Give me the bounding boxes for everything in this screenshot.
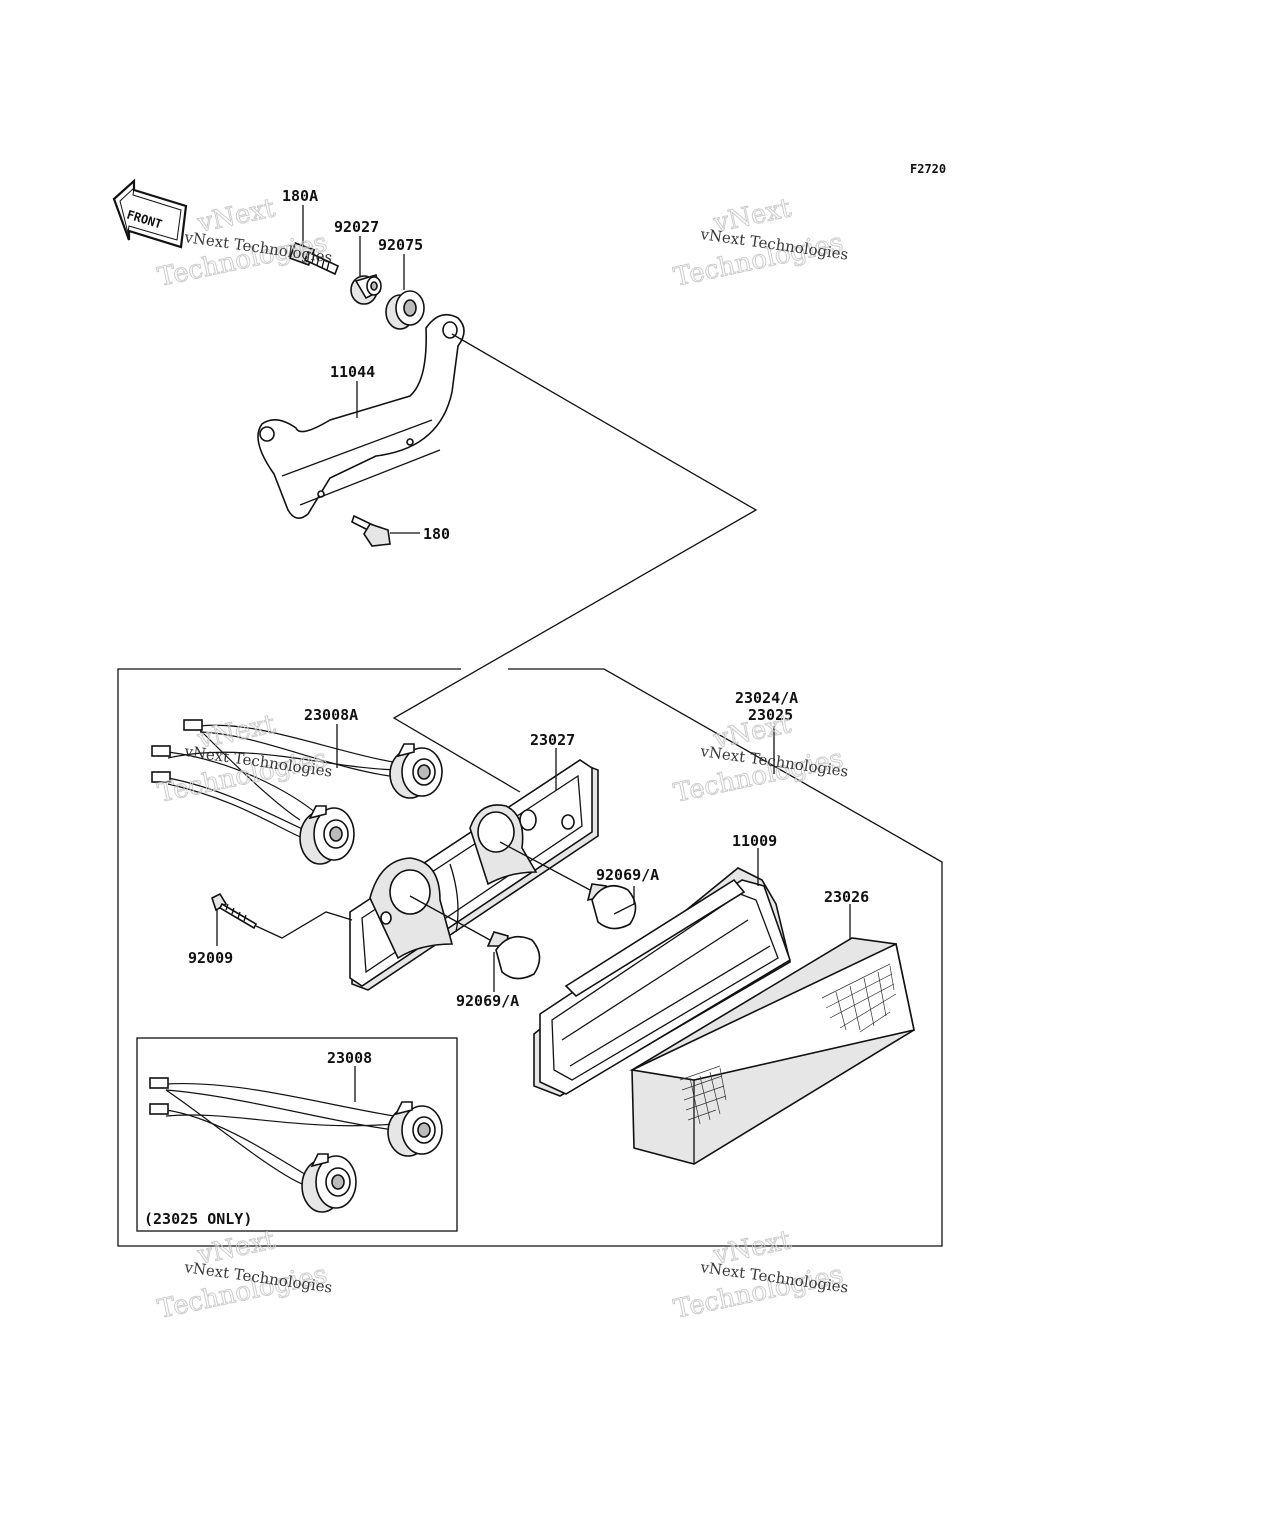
lamp-base-23027 bbox=[349, 759, 599, 991]
bulb-92069a-lower bbox=[486, 931, 541, 980]
label-180a: 180A bbox=[282, 187, 318, 205]
label-23024a: 23024/A bbox=[735, 689, 798, 707]
label-180: 180 bbox=[423, 525, 450, 543]
label-11009: 11009 bbox=[732, 832, 777, 850]
bolt-180 bbox=[351, 514, 391, 547]
collar-92027 bbox=[350, 273, 382, 305]
assembly-frame bbox=[117, 668, 943, 1247]
harness-23008a bbox=[151, 719, 443, 865]
inset-box-23025-only bbox=[136, 1037, 458, 1232]
label-23025: 23025 bbox=[748, 706, 793, 724]
label-11044: 11044 bbox=[330, 363, 375, 381]
leader-bulb-socket-lower bbox=[409, 895, 491, 941]
label-23008: 23008 bbox=[327, 1049, 372, 1067]
screw-92009 bbox=[211, 892, 258, 930]
diagram-code: F2720 bbox=[910, 162, 946, 176]
bracket-11044 bbox=[257, 313, 465, 519]
bolt-180a bbox=[288, 242, 340, 276]
grommet-92075 bbox=[385, 290, 425, 330]
harness-23008 bbox=[149, 1077, 443, 1213]
inset-note: (23025 ONLY) bbox=[144, 1210, 252, 1228]
lens-23026 bbox=[629, 937, 915, 1165]
label-92069a-lower: 92069/A bbox=[456, 992, 519, 1010]
watermark-mid-left: vNext Technologies vNext Technologies bbox=[155, 709, 334, 810]
front-arrow-icon: FRONT bbox=[112, 178, 188, 249]
label-92027: 92027 bbox=[334, 218, 379, 236]
leader-92009-screw bbox=[255, 911, 353, 939]
label-23008a: 23008A bbox=[304, 706, 358, 724]
label-23027: 23027 bbox=[530, 731, 575, 749]
leader-bulb-socket-upper bbox=[499, 841, 591, 891]
assembly-connector-line bbox=[392, 333, 758, 793]
label-92075: 92075 bbox=[378, 236, 423, 254]
label-23026: 23026 bbox=[824, 888, 869, 906]
label-92069a-upper: 92069/A bbox=[596, 866, 659, 884]
frame-11009 bbox=[533, 867, 791, 1097]
leader-92069a-upper bbox=[613, 886, 635, 915]
bulb-92069a-upper bbox=[586, 883, 637, 930]
watermark-bottom-left: vNext Technologies vNext Technologies bbox=[155, 1225, 334, 1326]
watermark-bottom-right: vNext Technologies vNext Technologies bbox=[671, 1225, 850, 1326]
label-92009: 92009 bbox=[188, 949, 233, 967]
watermark-top-right: vNext Technologies vNext Technologies bbox=[671, 193, 850, 294]
